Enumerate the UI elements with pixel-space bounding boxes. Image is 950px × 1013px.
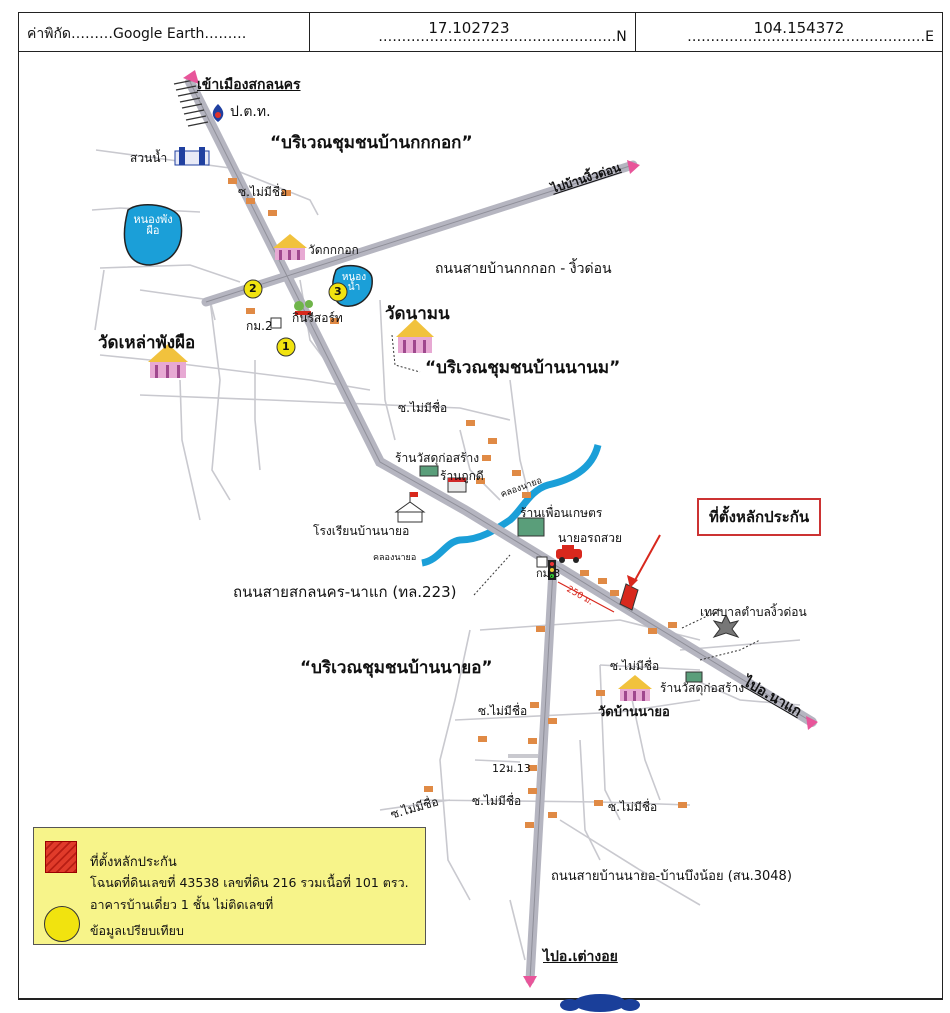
soi-label-4: ซ.ไม่มีชื่อ <box>478 704 528 718</box>
collateral-callout: ที่ตั้งหลักประกัน <box>697 498 822 536</box>
top-arrow-icon <box>183 70 199 84</box>
municipality-label: เทศบาลตำบลงิ้วด่อน <box>700 605 807 619</box>
gas-station-icon <box>212 104 224 122</box>
latitude-cell: 17.102723 ……………………………………………N <box>310 13 636 51</box>
water-park-label: สวนน้ำ <box>130 151 168 165</box>
comparison-legend-icon <box>44 906 80 942</box>
legend-deed-line: โฉนดที่ดินเลขที่ 43538 เลขที่ดิน 216 รวม… <box>90 875 409 890</box>
pond-phangphue <box>123 203 183 266</box>
longitude-value: 104.154372 <box>753 19 845 37</box>
latitude-suffix: N <box>616 29 627 45</box>
store-markers <box>419 465 703 683</box>
comparison-3-label: 3 <box>334 285 342 298</box>
ornament-icon <box>560 994 640 1012</box>
road-nayo-label: ถนนสายบ้านนายอ-บ้านบึงน้อย (สน.3048) <box>551 869 792 884</box>
km3-label: กม.3 <box>536 567 561 580</box>
wat-nayo-label: วัดบ้านนายอ <box>598 705 670 720</box>
soi-label-3: ซ.ไม่มีชื่อ <box>610 659 660 673</box>
collateral-marker <box>619 534 661 611</box>
comparison-2-label: 2 <box>249 282 257 295</box>
shop-material-1-label: ร้านวัสดุก่อสร้าง <box>395 451 480 465</box>
community-kok-label: “บริเวณชุมชนบ้านกกกอก” <box>270 133 473 153</box>
resort-label: กินรีสอร์ท <box>292 311 343 325</box>
right-upper-arrow-icon <box>627 160 640 174</box>
house-markers <box>228 178 687 828</box>
km3-post-icon <box>536 556 548 568</box>
temple-icons <box>148 234 652 701</box>
km2-label: กม.2 <box>246 319 273 333</box>
temple-nayo-icon <box>618 675 652 701</box>
km2-post-icon <box>270 317 282 329</box>
shop-farm-label: ร้านเพื่อนเกษตร <box>520 506 603 520</box>
bottom-destination-label: ไปอ.เต่างอย <box>543 949 618 965</box>
comparison-3-icon <box>328 282 348 302</box>
soi-label-1: ซ.ไม่มีชื่อ <box>238 185 288 199</box>
water-park-icon <box>174 147 210 166</box>
pond-phang-label: หนองพังผือ <box>133 213 173 237</box>
bottom-arrow-icon <box>523 976 537 988</box>
coordinate-header: ค่าพิกัด………Google Earth……… 17.102723 ………… <box>18 12 943 52</box>
ptt-label: ป.ต.ท. <box>230 104 271 120</box>
community-nayo-label: “บริเวณชุมชนบ้านนายอ” <box>300 658 493 678</box>
shop-car-label: นายอรถสวย <box>558 531 622 545</box>
comparison-2-icon <box>243 279 263 299</box>
soi-label-7: ซ.ไม่มีชื่อ <box>608 800 658 814</box>
legend-collateral-title: ที่ตั้งหลักประกัน <box>90 855 177 870</box>
soi-label-2: ซ.ไม่มีชื่อ <box>398 401 448 415</box>
longitude-cell: 104.154372 ……………………………………………E <box>687 19 934 45</box>
collateral-legend-icon <box>45 841 77 873</box>
km-posts <box>270 317 548 758</box>
comparison-1-icon <box>276 337 296 357</box>
municipality-emblem-icon <box>712 613 740 638</box>
temple-kokkok-icon <box>273 234 307 260</box>
distance-arrow <box>557 581 615 613</box>
km13-label: 12ม.13 <box>492 762 531 775</box>
wat-kokkok-label: วัดกกกอก <box>308 243 359 257</box>
latitude-value: 17.102723 <box>428 19 510 37</box>
shop-material-2-label: ร้านวัสดุก่อสร้าง <box>660 681 745 695</box>
car-icon <box>556 545 582 563</box>
right-lower-arrow-icon <box>806 716 818 730</box>
canal <box>421 443 602 567</box>
end-markers <box>183 70 818 988</box>
comparison-markers <box>243 279 348 357</box>
legend-building-line: อาคารบ้านเดี่ยว 1 ชั้น ไม่ติดเลขที่ <box>90 897 274 912</box>
minor-roads <box>91 149 801 961</box>
comparison-1-label: 1 <box>282 340 290 353</box>
wat-laophang-label: วัดเหล่าพังผือ <box>98 333 196 353</box>
pond-nam-label: หนองน้ำ <box>341 272 367 293</box>
school-label: โรงเรียนบ้านนายอ <box>313 524 410 538</box>
traffic-light-icon <box>548 560 556 580</box>
temple-nanom-icon <box>396 319 434 353</box>
community-nanom-label: “บริเวณชุมชนบ้านนานม” <box>425 358 621 378</box>
canal-label-lower: คลองนายอ <box>373 553 417 563</box>
shop-goodd-label: ร้านถูกดี <box>440 469 484 483</box>
top-destination-label: เข้าเมืองสกลนคร <box>197 77 301 93</box>
road-kokkok-label: ถนนสายบ้านกกกอก - งิ้วด่อน <box>435 261 612 277</box>
legend-box: ที่ตั้งหลักประกัน โฉนดที่ดินเลขที่ 43538… <box>33 827 426 945</box>
school-icon <box>394 492 426 523</box>
bottom-bar <box>18 998 943 1013</box>
road-sakon-label: ถนนสายสกลนคร-นาแก (ทล.223) <box>233 583 457 601</box>
temple-laophang-icon <box>148 344 188 378</box>
legend-comparison-label: ข้อมูลเปรียบเทียบ <box>90 923 184 938</box>
map-frame <box>18 52 943 1000</box>
resort-icon <box>294 300 313 315</box>
coord-source-cell: ค่าพิกัด………Google Earth……… <box>19 13 311 51</box>
coord-source: ค่าพิกัด………Google Earth……… <box>27 26 247 42</box>
longitude-suffix: E <box>925 29 934 45</box>
wat-nanom-label: วัดนามน <box>385 304 450 324</box>
soi-label-6: ซ.ไม่มีชื่อ <box>472 794 522 808</box>
